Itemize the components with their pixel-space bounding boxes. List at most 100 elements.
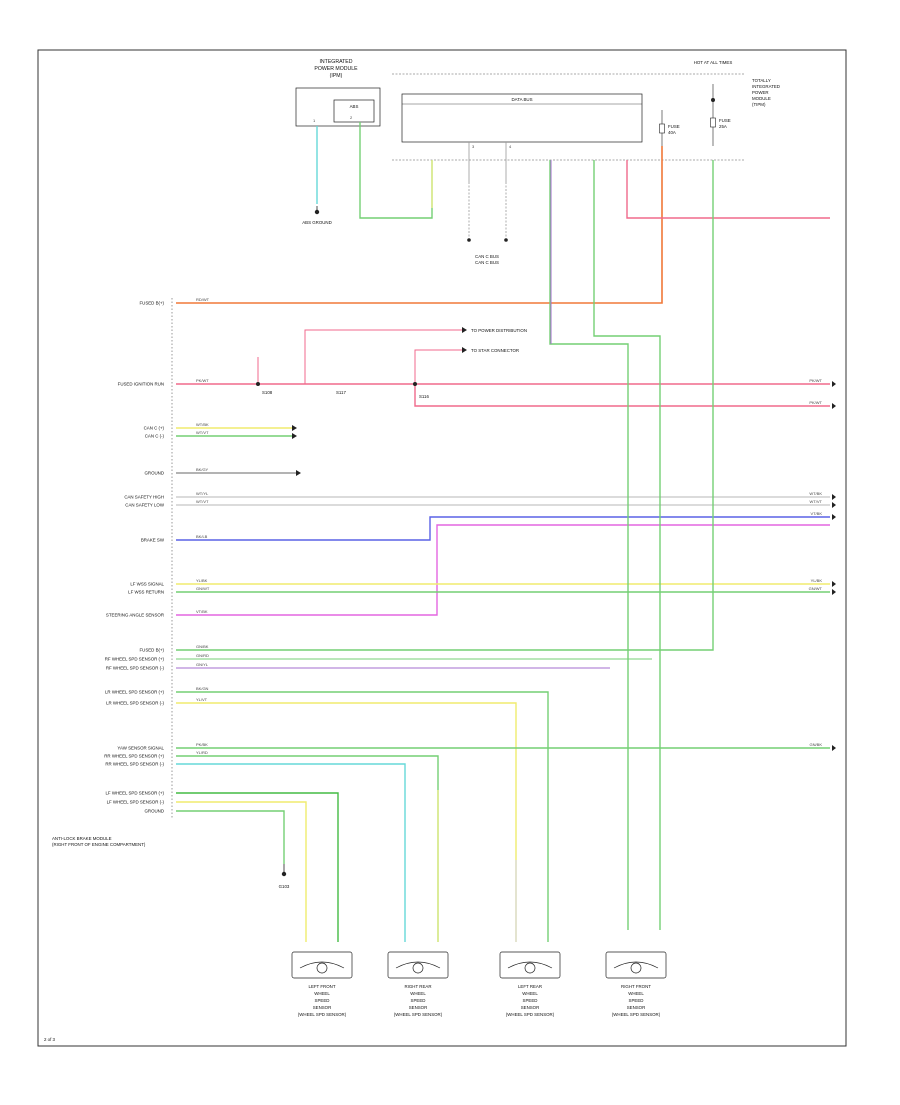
ground-symbol-icon xyxy=(281,864,287,877)
left-label-7: BRAKE SW xyxy=(141,538,165,543)
left-label-1: FUSED IGNITION RUN xyxy=(118,382,164,387)
wire-rr-wss-minus xyxy=(176,763,406,942)
wire-label-17: YL/RD xyxy=(196,750,208,755)
sensor-1-label-4: (WHEEL SPD SENSOR) xyxy=(394,1012,443,1017)
fuse-ref-label: HOT AT ALL TIMES xyxy=(694,60,733,65)
left-label-14: LR WHEEL SPD SENSOR (+) xyxy=(105,690,165,695)
connector-arrow-icon xyxy=(832,494,836,500)
bus-pin-4: 4 xyxy=(509,144,512,149)
sensor-3-label-1: WHEEL xyxy=(628,991,644,996)
sensor-2-label-4: (WHEEL SPD SENSOR) xyxy=(506,1012,555,1017)
wire-label-10: VT/BK xyxy=(196,609,208,614)
wire-rf-run xyxy=(549,160,629,930)
wire-fused-b-green xyxy=(176,160,714,651)
left-label-19: LF WHEEL SPD SENSOR (+) xyxy=(105,791,164,796)
wheel-speed-sensor-icon xyxy=(605,951,667,979)
wire-label-8: YL/BK xyxy=(196,578,208,583)
wire-label-13: GN/YL xyxy=(196,662,209,667)
left-label-5: CAN SAFETY HIGH xyxy=(124,495,164,500)
right-label-5: YL/BK xyxy=(811,578,823,583)
connector-arrow-icon xyxy=(292,327,467,476)
right-label-6: GN/WT xyxy=(809,586,823,591)
left-signal-labels: FUSED B(+) FUSED IGNITION RUN CAN C (+) CAN… xyxy=(104,301,165,814)
fuse-40a-icon xyxy=(659,110,665,146)
wire-label-7: BK/LB xyxy=(196,534,208,539)
right-label-7: GN/BK xyxy=(810,742,823,747)
fuse-label-4: 25A xyxy=(719,124,727,129)
sensor-2-label-2: SPEED xyxy=(523,998,538,1003)
left-label-3: CAN C (-) xyxy=(145,434,165,439)
wire-label-1: PK/WT xyxy=(196,378,209,383)
top-module-title-2: POWER MODULE xyxy=(314,66,358,72)
left-label-9: LF WSS RETURN xyxy=(128,590,164,595)
wire-label-9: GN/WT xyxy=(196,586,210,591)
sensor-3-label-2: SPEED xyxy=(629,998,644,1003)
top-module-pin-2: 2 xyxy=(350,115,353,120)
wire-rf-run-2 xyxy=(593,160,661,930)
wire-lr-wss-plus xyxy=(176,691,549,860)
sensor-1-label-0: RIGHT REAR xyxy=(405,984,432,989)
wire-lf-wheel-plus xyxy=(176,792,339,942)
right-label-4: VT/BK xyxy=(810,511,822,516)
left-label-6: CAN SAFETY LOW xyxy=(125,503,165,508)
left-label-17: RR WHEEL SPD SENSOR (+) xyxy=(104,754,164,759)
wheel-speed-sensor-icon xyxy=(499,951,561,979)
right-note-2: INTEGRATED xyxy=(752,84,780,89)
left-label-20: LF WHEEL SPD SENSOR (-) xyxy=(107,800,165,805)
right-label-0: PK/WT xyxy=(809,378,822,383)
left-label-21: GROUND xyxy=(144,809,164,814)
wire-label-3: WT/VT xyxy=(196,430,209,435)
connector-arrow-icon xyxy=(832,581,836,587)
wire-top-pink xyxy=(626,160,830,219)
left-label-13: RF WHEEL SPD SENSOR (-) xyxy=(106,666,165,671)
splice-dot-icon xyxy=(711,98,715,102)
fuse-label-1: FUSE xyxy=(668,124,680,129)
wire-label-12: GN/RD xyxy=(196,653,209,658)
data-bus-module-box xyxy=(401,93,643,143)
connector-arrow-icon xyxy=(832,403,836,409)
wire-brake-sw xyxy=(176,516,830,541)
connector-arrow-icon xyxy=(832,514,836,520)
fuse-25a-icon xyxy=(710,84,716,146)
connector-arrow-icon xyxy=(832,589,836,595)
wire-ignition-branch xyxy=(414,384,830,407)
sensor-2-label-3: SENSOR xyxy=(521,1005,540,1010)
bottom-left-note-2: (RIGHT FRONT OF ENGINE COMPARTMENT) xyxy=(52,842,146,847)
sensor-0-label-0: LEFT FRONT xyxy=(309,984,336,989)
ground-g-label: G103 xyxy=(279,884,290,889)
wheel-speed-sensor-icon xyxy=(291,951,353,979)
wire-steering-angle xyxy=(176,524,830,616)
fuse-block: HOT AT ALL TIMES TOTALLY INTEGRATED POWE… xyxy=(392,60,780,265)
wheel-speed-sensor-icon xyxy=(387,951,449,979)
fuse-label-2: 40A xyxy=(668,130,676,135)
top-module-pin-1: 1 xyxy=(313,118,316,123)
wire-lr-wss-minus xyxy=(176,702,517,860)
wire-label-2: WT/BK xyxy=(196,422,209,427)
left-label-0: FUSED B(+) xyxy=(139,301,164,306)
wire-label-0: RD/WT xyxy=(196,297,210,302)
left-label-10: STEERING ANGLE SENSOR xyxy=(106,613,164,618)
left-label-8: LF WSS SIGNAL xyxy=(130,582,164,587)
right-note-3: POWER xyxy=(752,90,769,95)
sensor-0-label-1: WHEEL xyxy=(314,991,330,996)
wire-color-codes: RD/WTPK/WTWT/BKWT/VTBK/GYWT/YLWT/VTBK/LB… xyxy=(196,297,210,755)
sensor-3-label-0: RIGHT FRONT xyxy=(621,984,651,989)
connector-arrow-icon xyxy=(832,502,836,508)
left-label-4: GROUND xyxy=(144,471,164,476)
ground-note: ABS GROUND xyxy=(302,220,332,225)
joint-labels: TO POWER DISTRIBUTION TO STAR CONNECTOR … xyxy=(256,327,527,889)
left-label-2: CAN C (+) xyxy=(144,426,165,431)
wires xyxy=(176,122,830,942)
wire-ignition-splice xyxy=(414,349,462,384)
splice-dot-icon xyxy=(256,382,417,386)
wire-lf-wheel-minus xyxy=(176,801,307,942)
left-label-15: LR WHEEL SPD SENSOR (-) xyxy=(106,701,164,706)
splice-label-2: S117 xyxy=(336,390,346,395)
connector-arrow-icon xyxy=(832,381,836,387)
top-module-title-3: (IPM) xyxy=(330,73,343,79)
wire-label-5: WT/YL xyxy=(196,491,209,496)
sensor-1-label-3: SENSOR xyxy=(409,1005,428,1010)
right-note-5: (TIPM) xyxy=(752,102,766,107)
